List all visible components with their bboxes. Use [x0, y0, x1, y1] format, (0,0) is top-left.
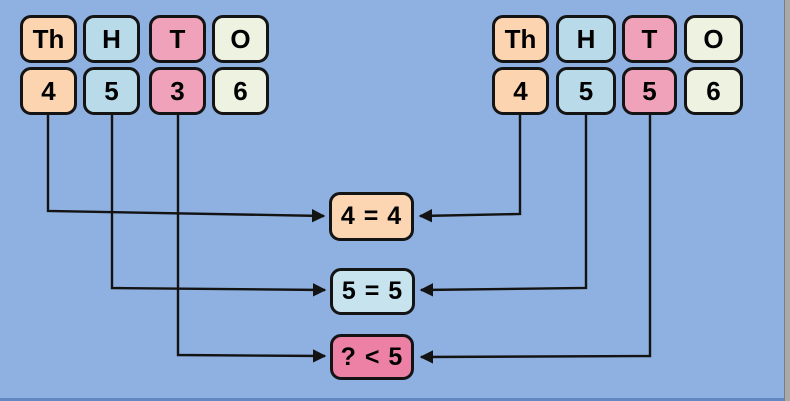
- left-place-label-ones: O: [212, 15, 269, 63]
- right-digit-hundreds: 5: [556, 67, 616, 115]
- right-digit-ones: 6: [684, 67, 743, 115]
- arrow-right-thousands: [418, 115, 522, 223]
- arrow-right-tens: [419, 115, 652, 364]
- left-place-label-tens: T: [149, 15, 206, 63]
- left-place-label-thousands: Th: [20, 15, 77, 63]
- right-place-label-tens: T: [622, 15, 677, 63]
- comparison-hundreds: 5 = 5: [330, 268, 415, 315]
- arrow-left-hundreds: [110, 115, 327, 297]
- comparison-thousands: 4 = 4: [329, 192, 414, 241]
- slide-bottom-edge: [0, 398, 784, 401]
- right-digit-thousands: 4: [492, 67, 549, 115]
- left-digit-hundreds: 5: [83, 67, 140, 115]
- arrow-left-tens: [176, 115, 327, 363]
- comparison-tens: ? < 5: [330, 334, 414, 380]
- left-digit-ones: 6: [212, 67, 269, 115]
- right-digit-tens: 5: [622, 67, 677, 115]
- left-digit-tens: 3: [149, 67, 206, 115]
- arrow-left-thousands: [46, 115, 326, 223]
- right-place-label-thousands: Th: [492, 15, 549, 63]
- window-right-border: [784, 0, 790, 401]
- left-place-label-hundreds: H: [83, 15, 140, 63]
- right-place-label-hundreds: H: [556, 15, 616, 63]
- left-digit-thousands: 4: [20, 67, 77, 115]
- right-place-label-ones: O: [684, 15, 743, 63]
- arrow-right-hundreds: [419, 115, 588, 297]
